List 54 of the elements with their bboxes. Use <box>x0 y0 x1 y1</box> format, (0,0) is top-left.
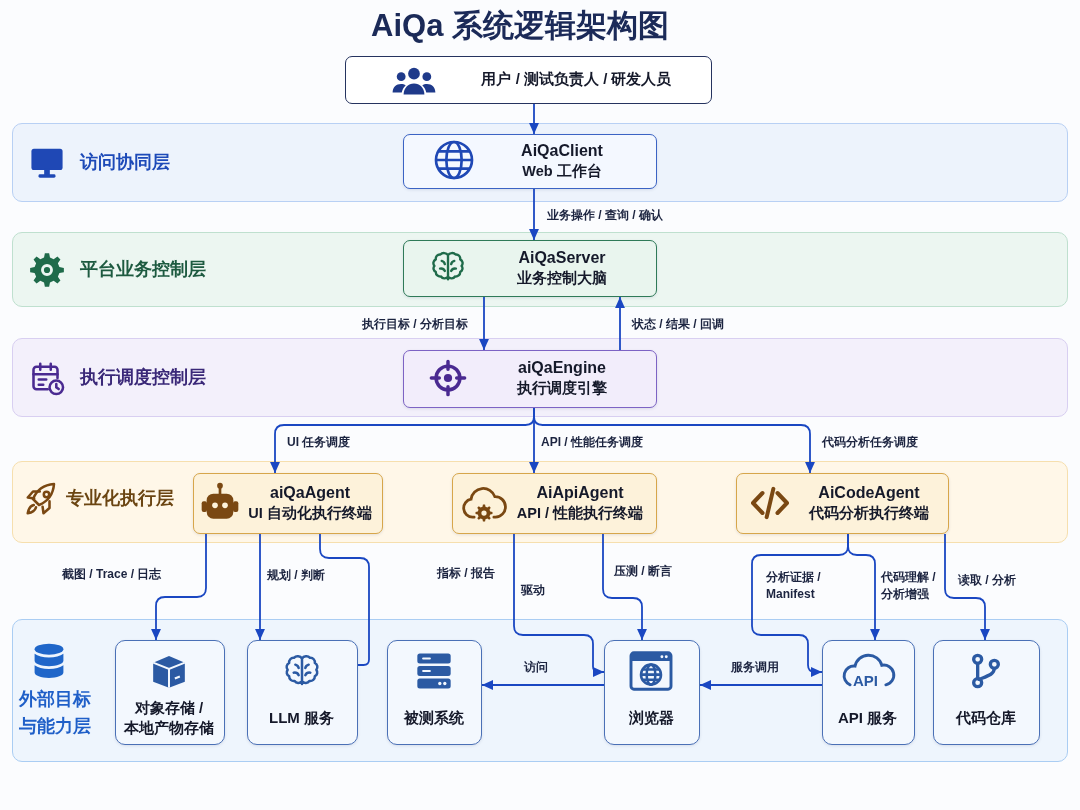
edge-label: 读取 / 分析 <box>958 572 1016 589</box>
component-role: 执行调度引擎 <box>517 379 607 398</box>
component-name: aiQaAgent <box>270 482 350 503</box>
edge-label: API / 性能任务调度 <box>541 434 643 451</box>
diagram-title: AiQa 系统逻辑架构图 <box>370 7 670 45</box>
service-name: 浏览器 <box>628 707 674 728</box>
arrow <box>602 533 647 641</box>
component-role: 代码分析执行终端 <box>809 503 929 523</box>
service-name: API 服务 <box>837 707 898 728</box>
arrow <box>255 533 265 641</box>
component-name: aiQaEngine <box>518 358 606 379</box>
component-name: AiApiAgent <box>536 482 624 503</box>
component-name: AiQaClient <box>521 140 603 161</box>
edge-label: 业务操作 / 查询 / 确认 <box>547 207 663 224</box>
arrow <box>151 533 207 641</box>
layer-title: 平台业务控制层 <box>79 258 206 282</box>
actor-label: 用户 / 测试负责人 / 研发人员 <box>481 69 672 90</box>
component-name: AiQaServer <box>518 247 606 268</box>
edge-label: 访问 <box>524 659 548 676</box>
edge-label: 截图 / Trace / 日志 <box>62 566 162 583</box>
arrow <box>481 680 605 690</box>
edge-label: 服务调用 <box>731 659 779 676</box>
layer-title: 外部目标与能力层 <box>18 688 91 738</box>
layer-title: 访问协同层 <box>79 151 170 175</box>
arrow <box>847 533 880 641</box>
arrow <box>944 533 990 641</box>
edge-label: 代码理解 / 分析增强 <box>881 569 937 604</box>
component-role: Web 工作台 <box>522 161 602 181</box>
component-name: AiCodeAgent <box>818 482 920 503</box>
arrow <box>513 533 605 677</box>
service-name: 被测系统 <box>403 707 464 728</box>
edge-label: 代码分析任务调度 <box>822 434 918 451</box>
component-role: 业务控制大脑 <box>517 268 607 288</box>
edge-label: 压测 / 断言 <box>614 563 672 580</box>
arrow <box>615 296 625 351</box>
annotation-text: 指标 / 报告 <box>437 565 495 582</box>
arrow <box>529 188 539 241</box>
service-name: 代码仓库 <box>955 707 1016 728</box>
edge-label: 驱动 <box>521 582 545 599</box>
edge-label: 规划 / 判断 <box>267 567 325 584</box>
arrow <box>479 296 489 351</box>
service-name: LLM 服务 <box>269 707 334 728</box>
edge-label: 状态 / 结果 / 回调 <box>632 316 724 333</box>
component-role: API / 性能执行终端 <box>516 503 644 523</box>
icon-text: API <box>853 672 878 690</box>
service-name: 对象存储 / 本地产物存储 <box>123 697 215 738</box>
component-role: UI 自动化执行终端 <box>248 503 372 523</box>
edge-label: 分析证据 / Manifest <box>766 569 822 604</box>
arrow <box>529 103 539 135</box>
edge-label: 执行目标 / 分析目标 <box>362 316 468 333</box>
layer-title: 执行调度控制层 <box>79 366 206 390</box>
arrow <box>699 680 823 690</box>
connector-line <box>319 533 370 666</box>
layer-title: 专业化执行层 <box>65 487 174 511</box>
